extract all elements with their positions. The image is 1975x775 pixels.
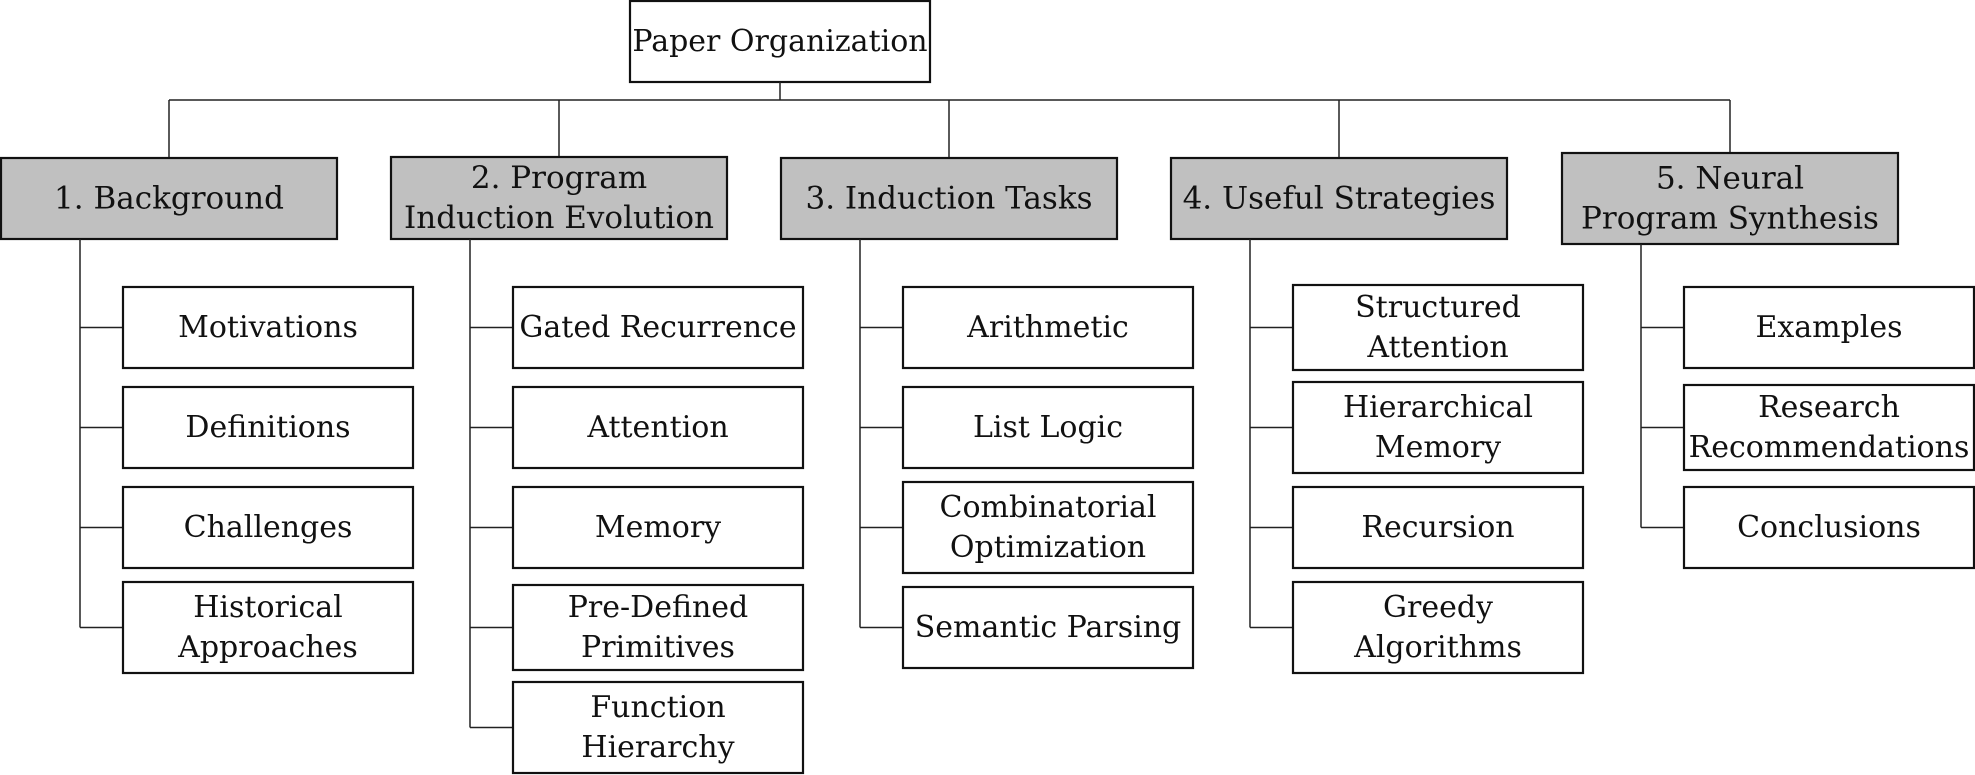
- section-5-header-label-line-2: Program Synthesis: [1581, 201, 1879, 237]
- section-2-item-memory-label-line-1: Memory: [595, 510, 721, 545]
- section-5-item-research-recommendations-label-line-1: Research: [1758, 390, 1900, 425]
- section-4-item-structured-attention-label-line-1: Structured: [1355, 290, 1521, 325]
- section-1-item-challenges-label-line-1: Challenges: [184, 510, 353, 545]
- section-2-item-pre-defined-primitives-label-line-2: Primitives: [581, 630, 735, 665]
- section-3-item-arithmetic: Arithmetic: [901, 285, 1195, 370]
- section-4-header-label-line-1: 4. Useful Strategies: [1183, 181, 1496, 217]
- section-2-item-gated-recurrence: Gated Recurrence: [511, 285, 805, 370]
- root-node-box: [628, 0, 932, 84]
- section-4-header: 4. Useful Strategies: [1169, 156, 1509, 241]
- section-1-header: 1. Background: [0, 156, 339, 241]
- section-5-item-conclusions: Conclusions: [1682, 485, 1975, 570]
- section-3-item-combinatorial-optimization-label-line-2: Optimization: [950, 530, 1146, 565]
- section-5-item-research-recommendations-label-line-2: Recommendations: [1689, 430, 1970, 465]
- section-4-item-structured-attention-label-line-2: Attention: [1366, 330, 1508, 365]
- section-1-item-definitions-box: [121, 385, 415, 470]
- section-2-header-label-line-1: 2. Program: [471, 160, 647, 196]
- section-3-item-arithmetic-box: [901, 285, 1195, 370]
- section-5-item-examples-box: [1682, 285, 1975, 370]
- section-3-header-label-line-1: 3. Induction Tasks: [805, 181, 1092, 217]
- section-2-item-memory-box: [511, 485, 805, 570]
- section-5-item-conclusions-box: [1682, 485, 1975, 570]
- section-3-item-semantic-parsing: Semantic Parsing: [901, 585, 1195, 670]
- section-1-item-historical-approaches-label-line-2: Approaches: [177, 630, 358, 665]
- section-3-item-list-logic-label-line-1: List Logic: [973, 410, 1123, 445]
- section-1-item-definitions: Definitions: [121, 385, 415, 470]
- section-4-item-recursion-label-line-1: Recursion: [1361, 510, 1514, 545]
- section-3-item-combinatorial-optimization-box: [901, 480, 1195, 575]
- section-4-item-greedy-algorithms-box: [1291, 580, 1585, 675]
- section-2-item-function-hierarchy-box: [511, 680, 805, 775]
- section-4-item-greedy-algorithms-label-line-1: Greedy: [1383, 590, 1493, 625]
- section-3-header-box: [779, 156, 1119, 241]
- section-5-item-examples-label-line-1: Examples: [1755, 310, 1902, 345]
- section-1-header-box: [0, 156, 339, 241]
- section-2-item-attention-box: [511, 385, 805, 470]
- section-2-header-label-line-2: Induction Evolution: [404, 200, 714, 236]
- root-node: Paper Organization: [628, 0, 932, 84]
- section-1-item-motivations-box: [121, 285, 415, 370]
- root-node-label-line-1: Paper Organization: [632, 24, 927, 59]
- section-3-item-semantic-parsing-box: [901, 585, 1195, 670]
- section-1-item-challenges-box: [121, 485, 415, 570]
- section-1-item-challenges: Challenges: [121, 485, 415, 570]
- section-4-item-recursion: Recursion: [1291, 485, 1585, 570]
- section-3-item-list-logic: List Logic: [901, 385, 1195, 470]
- section-3-item-list-logic-box: [901, 385, 1195, 470]
- section-4-header-box: [1169, 156, 1509, 241]
- section-3-item-arithmetic-label-line-1: Arithmetic: [966, 310, 1129, 345]
- section-4-item-hierarchical-memory-label-line-1: Hierarchical: [1343, 390, 1533, 425]
- section-1-item-motivations: Motivations: [121, 285, 415, 370]
- section-2-item-attention-label-line-1: Attention: [586, 410, 728, 445]
- section-1-item-motivations-label-line-1: Motivations: [178, 310, 358, 345]
- section-1-header-label-line-1: 1. Background: [54, 181, 284, 217]
- section-2-item-function-hierarchy-label-line-2: Hierarchy: [581, 730, 734, 765]
- section-5-item-examples: Examples: [1682, 285, 1975, 370]
- section-2-item-pre-defined-primitives-box: [511, 583, 805, 672]
- section-2-item-pre-defined-primitives-label-line-1: Pre-Defined: [568, 590, 749, 625]
- section-4-item-recursion-box: [1291, 485, 1585, 570]
- section-1-item-definitions-label-line-1: Definitions: [185, 410, 350, 445]
- section-2-item-attention: Attention: [511, 385, 805, 470]
- section-2-item-gated-recurrence-label-line-1: Gated Recurrence: [519, 310, 796, 345]
- section-5-item-research-recommendations-box: [1682, 383, 1975, 472]
- section-2-header-box: [389, 155, 729, 241]
- section-2-item-memory: Memory: [511, 485, 805, 570]
- section-4-item-greedy-algorithms-label-line-2: Algorithms: [1353, 630, 1522, 665]
- section-1-item-historical-approaches-box: [121, 580, 415, 675]
- section-4-item-structured-attention-box: [1291, 283, 1585, 372]
- section-3-item-semantic-parsing-label-line-1: Semantic Parsing: [915, 610, 1182, 645]
- section-2-item-function-hierarchy-label-line-1: Function: [590, 690, 725, 725]
- section-2-item-gated-recurrence-box: [511, 285, 805, 370]
- section-4-item-hierarchical-memory-label-line-2: Memory: [1375, 430, 1501, 465]
- section-1-item-historical-approaches-label-line-1: Historical: [193, 590, 343, 625]
- section-5-header-box: [1560, 151, 1900, 246]
- section-3-item-combinatorial-optimization-label-line-1: Combinatorial: [939, 490, 1156, 525]
- section-3-header: 3. Induction Tasks: [779, 156, 1119, 241]
- section-5-item-conclusions-label-line-1: Conclusions: [1737, 510, 1921, 545]
- section-5-header-label-line-1: 5. Neural: [1656, 161, 1804, 197]
- section-4-item-hierarchical-memory-box: [1291, 380, 1585, 475]
